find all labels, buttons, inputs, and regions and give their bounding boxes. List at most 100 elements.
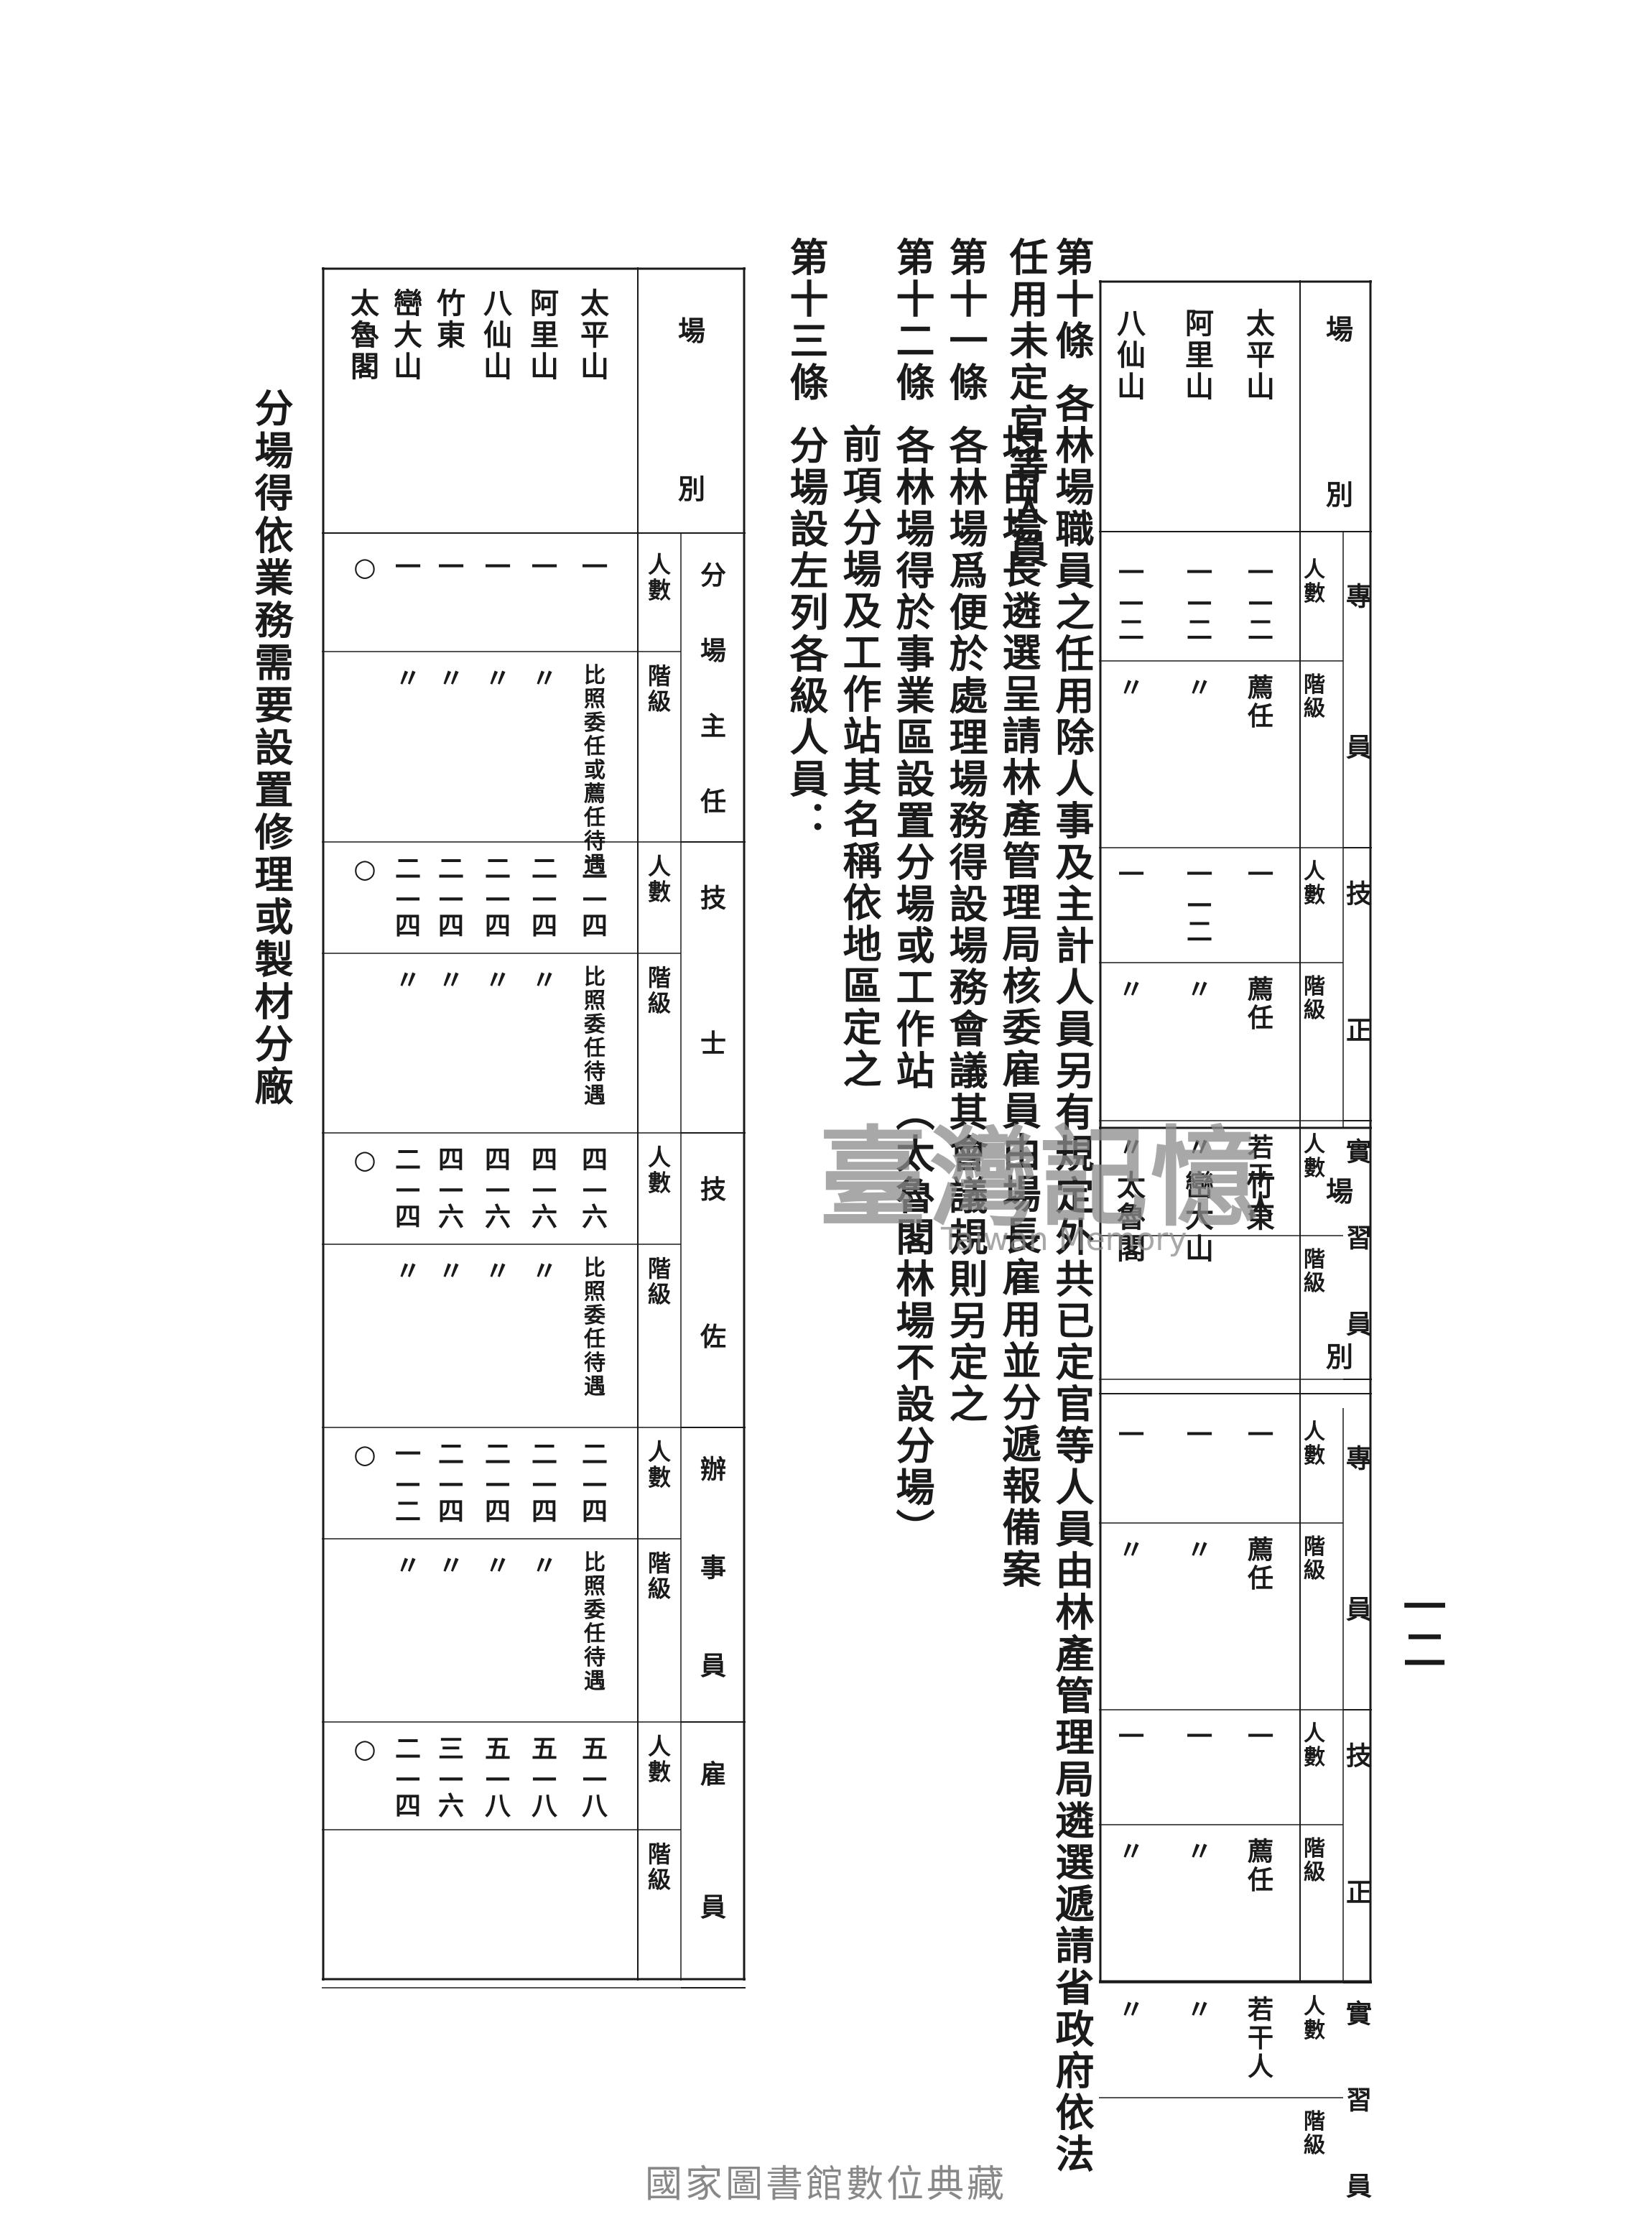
- branch-group-header-1: 技: [700, 883, 726, 913]
- group-header-a-1: 技: [1346, 879, 1372, 909]
- article-13-text: 分場設左列各級人員：: [783, 425, 829, 842]
- branch-group-header-3: 事: [700, 1552, 726, 1583]
- branch-row-name-5: 太魯閣: [351, 287, 379, 384]
- branch-cell-2-2: 二—四: [485, 854, 511, 941]
- group-header-b-2: 實: [1346, 1999, 1372, 2029]
- branch-cell-4-0: 一: [395, 552, 421, 583]
- group-header-a-0: 專: [1346, 582, 1372, 612]
- branch-cell-3-7: 〃: [438, 1551, 464, 1581]
- cell-a-1-3: 〃: [1187, 975, 1212, 1005]
- cell-b-0-2: 一: [1248, 1722, 1273, 1752]
- branch-sub-header-1-0: 人數: [648, 853, 671, 905]
- article-11: 第十一條各林場爲便於處理場務得設場務會議其會議規則另定之: [942, 237, 988, 2177]
- branch-cell-3-4: 四—六: [438, 1145, 464, 1232]
- article-11-number: 第十一條: [942, 237, 988, 404]
- branch-cell-4-2: 二—四: [395, 854, 421, 941]
- sub-header-a-0-1: 階級: [1304, 672, 1325, 721]
- branch-group-header-0: 場: [700, 636, 726, 666]
- cell-b-2-3: 〃: [1118, 1837, 1144, 1867]
- branch-sub-header-0-0: 人數: [648, 551, 671, 603]
- cell-a-2-4: 〃: [1118, 1133, 1144, 1163]
- branch-cell-5-8: ○: [353, 1734, 376, 1764]
- branch-cell-4-4: 二—四: [395, 1145, 421, 1232]
- branch-sub-header-2-1: 階級: [648, 1255, 671, 1307]
- cell-a-2-0: 一—二: [1118, 558, 1144, 645]
- sub-header-a-2-1: 階級: [1304, 1247, 1325, 1296]
- branch-cell-0-4: 四—六: [582, 1145, 608, 1232]
- sub-header-b-0-1: 階級: [1304, 1534, 1325, 1583]
- group-header-b-1: 正: [1346, 1878, 1372, 1908]
- sub-header-a-2-0: 人數: [1304, 1132, 1325, 1181]
- branch-group-header-2: 佐: [700, 1322, 726, 1352]
- cell-b-0-3: 薦任: [1248, 1837, 1273, 1896]
- branch-group-header-4: 雇: [700, 1759, 726, 1790]
- article-12-note: （太魯閣林場不設分場）: [889, 1092, 935, 1550]
- article-13-number: 第十三條: [783, 237, 829, 404]
- branch-cell-5-4: ○: [353, 1145, 376, 1175]
- cell-a-0-4: 若干人: [1248, 1133, 1273, 1220]
- row-name-a-0: 太平山: [1246, 307, 1275, 404]
- cell-b-2-0: 一: [1118, 1420, 1144, 1450]
- branch-cell-0-0: 一: [582, 552, 608, 583]
- group-header-b-2: 員: [1346, 2172, 1372, 2202]
- branch-cell-2-3: 〃: [485, 966, 511, 996]
- article-10-text-2: 均由場長遴選呈請林產管理局核委雇員由場長雇用並分遞報備案: [996, 424, 1041, 1591]
- branch-cell-1-0: 一: [532, 552, 557, 583]
- sub-header-a-1-0: 人數: [1304, 859, 1325, 908]
- cell-b-0-1: 薦任: [1248, 1535, 1273, 1594]
- branch-group-header-3: 員: [700, 1651, 726, 1681]
- branch-cell-1-6: 二—四: [532, 1440, 557, 1527]
- article-12-continued: 前項分場及工作站其名稱依地區定之: [836, 237, 882, 2177]
- row-name-a-1: 阿里山: [1185, 307, 1214, 404]
- row-name-b-1: 巒大山: [1185, 1169, 1214, 1266]
- cell-a-0-3: 薦任: [1248, 975, 1273, 1034]
- cell-b-0-0: 一: [1248, 1420, 1273, 1450]
- cell-b-1-2: 一: [1187, 1722, 1212, 1752]
- branch-cell-1-8: 五—八: [532, 1734, 558, 1821]
- cell-b-0-4: 若干人: [1248, 1995, 1273, 2082]
- sub-header-b-1-1: 階級: [1304, 1836, 1325, 1885]
- branch-cell-3-1: 〃: [438, 664, 464, 694]
- branch-table: 場別太平山阿里山八仙山竹東巒大山太魯閣人數一一一一一○階級比照委任或薦任待遇〃〃…: [322, 267, 746, 1988]
- cell-a-1-4: 〃: [1187, 1133, 1212, 1163]
- cell-a-0-0: 一—二: [1248, 558, 1273, 645]
- cell-b-1-1: 〃: [1187, 1535, 1212, 1565]
- branch-cell-1-7: 〃: [532, 1551, 557, 1581]
- sub-header-a-1-1: 階級: [1304, 974, 1325, 1023]
- branch-group-header-2: 技: [700, 1175, 726, 1205]
- sub-header-a-0-0: 人數: [1304, 557, 1325, 606]
- cell-a-0-1: 薦任: [1248, 673, 1273, 732]
- article-11-text: 各林場爲便於處理場務得設場務會議其會議規則另定之: [942, 425, 988, 1425]
- articles: 第十條各林場職員之任用除人事及主計人員另有規定外共已定官等人員由林產管理局遴選遞…: [783, 237, 1095, 2177]
- branch-sub-header-4-1: 階級: [648, 1841, 671, 1893]
- cell-b-2-1: 〃: [1118, 1535, 1144, 1565]
- field-label-char: 別: [1326, 478, 1353, 511]
- branch-cell-1-4: 四—六: [532, 1145, 557, 1232]
- group-header-a-1: 正: [1346, 1016, 1372, 1046]
- branch-cell-1-3: 〃: [532, 966, 557, 996]
- branch-row-name-0: 太平山: [580, 287, 609, 384]
- row-name-a-2: 八仙山: [1117, 307, 1146, 404]
- branch-cell-5-6: ○: [353, 1440, 376, 1470]
- article-10-continued: 均由場長遴選呈請林產管理局核委雇員由場長雇用並分遞報備案: [996, 237, 1041, 2177]
- cell-b-1-3: 〃: [1187, 1837, 1212, 1867]
- article-12-text: 各林場得於事業區設置分場或工作站: [889, 425, 935, 1092]
- branch-cell-3-3: 〃: [438, 966, 464, 996]
- branch-sub-header-4-0: 人數: [648, 1733, 671, 1785]
- branch-cell-4-1: 〃: [395, 664, 421, 694]
- group-header-a-2: 習: [1346, 1223, 1372, 1254]
- branch-cell-4-8: 二—四: [395, 1734, 421, 1821]
- group-header-b-2: 習: [1346, 2085, 1372, 2116]
- branch-cell-5-0: ○: [353, 552, 376, 583]
- article-12-text-2: 前項分場及工作站其名稱依地區定之: [836, 424, 882, 1091]
- branch-cell-0-2: 二—四: [582, 854, 608, 941]
- branch-cell-1-5: 〃: [532, 1256, 557, 1287]
- branch-cell-2-5: 〃: [485, 1256, 511, 1287]
- sub-header-b-2-0: 人數: [1304, 1994, 1325, 2043]
- branch-cell-0-6: 二—四: [582, 1440, 608, 1527]
- branch-group-header-0: 分: [700, 560, 726, 591]
- branch-cell-1-2: 二—四: [532, 854, 557, 941]
- branch-cell-0-8: 五—八: [582, 1734, 608, 1821]
- branch-row-name-4: 巒大山: [394, 287, 422, 384]
- branch-cell-3-0: 一: [438, 552, 464, 583]
